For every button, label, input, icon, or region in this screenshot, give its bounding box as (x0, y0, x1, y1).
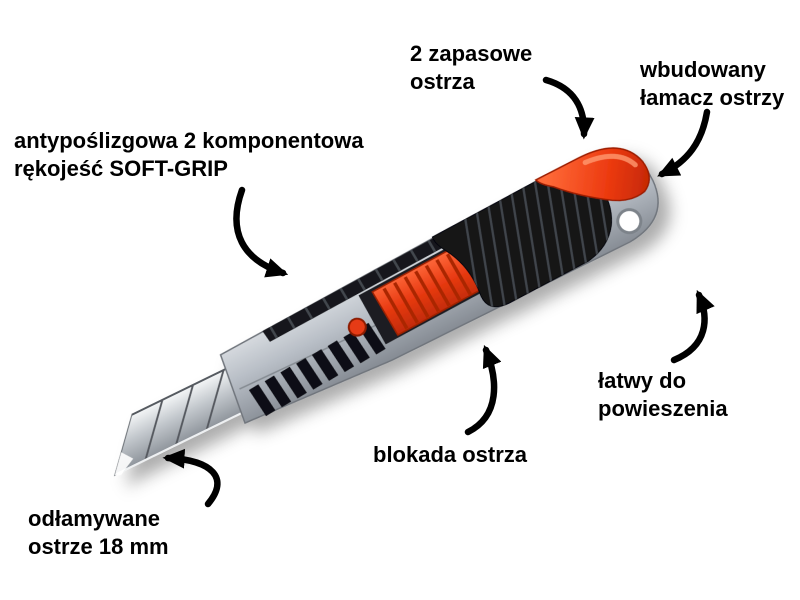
lock-button (347, 317, 367, 337)
arrow-blade-lock (464, 344, 502, 436)
knife (113, 147, 659, 477)
label-soft-grip-handle: antypoślizgowa 2 komponentowa rękojeść S… (14, 127, 364, 183)
label-line: łatwy do (598, 368, 687, 393)
arrow-snap-blade (162, 448, 221, 508)
label-line: łamacz ostrzy (640, 85, 785, 110)
label-easy-hanging: łatwy do powieszenia (598, 367, 728, 423)
label-line: rękojeść SOFT-GRIP (14, 156, 228, 181)
hanging-hole (616, 208, 643, 235)
label-line: powieszenia (598, 396, 728, 421)
top-grip-ribs (262, 234, 447, 342)
label-spare-blades: 2 zapasowe ostrza (410, 40, 532, 96)
blade-tip-glint (114, 452, 134, 476)
blade-breaker-cap (534, 147, 650, 202)
label-line: blokada ostrza (373, 442, 528, 467)
blade (113, 363, 258, 477)
label-line: 2 zapasowe (410, 41, 533, 66)
arrow-hanging (670, 289, 715, 364)
blade-segment-lines (144, 369, 225, 461)
label-line: antypoślizgowa 2 komponentowa (14, 128, 364, 153)
label-line: wbudowany (640, 57, 766, 82)
label-blade-breaker: wbudowany łamacz ostrzy (640, 56, 784, 112)
label-line: ostrza (410, 69, 475, 94)
arrow-spare-blades (542, 76, 595, 140)
arrow-blade-breaker (657, 108, 711, 178)
arrow-soft-grip (233, 186, 289, 278)
label-line: odłamywane (28, 506, 161, 531)
label-blade-lock: blokada ostrza (373, 441, 527, 469)
label-line: ostrze 18 mm (28, 534, 169, 559)
annotation-arrows (162, 76, 715, 508)
label-snap-off-blade: odłamywane ostrze 18 mm (28, 505, 169, 561)
